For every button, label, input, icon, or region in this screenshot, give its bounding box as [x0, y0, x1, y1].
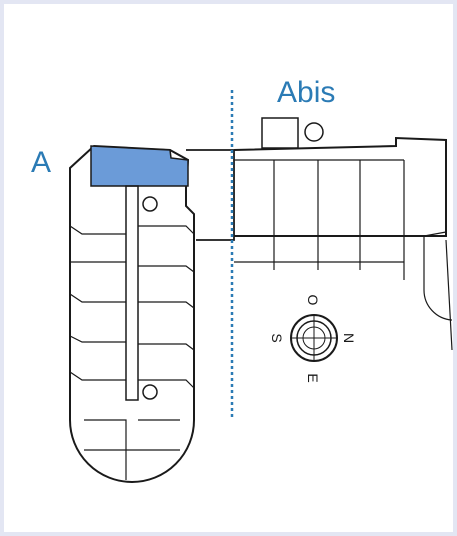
wing-abis-label: Abis — [277, 76, 336, 109]
compass-n: N — [341, 333, 357, 343]
compass-s: S — [269, 333, 285, 342]
stair-abis — [304, 122, 324, 142]
wing-abis-outline — [233, 136, 447, 237]
stair-a-bottom — [142, 384, 158, 400]
wing-a-rooms — [69, 225, 195, 480]
highlighted-unit — [90, 145, 189, 187]
connector — [186, 149, 235, 241]
wing-a-outline — [69, 144, 195, 483]
stair-a-top — [142, 196, 158, 212]
right-structure — [423, 231, 453, 351]
wing-abis-rooms — [234, 159, 405, 280]
wing-a-corridor — [125, 185, 139, 401]
compass-e: E — [305, 373, 321, 382]
compass-rose — [290, 314, 338, 362]
wing-a-label: A — [31, 146, 52, 179]
compass-o: O — [305, 295, 321, 306]
abis-stair-block — [261, 117, 299, 149]
